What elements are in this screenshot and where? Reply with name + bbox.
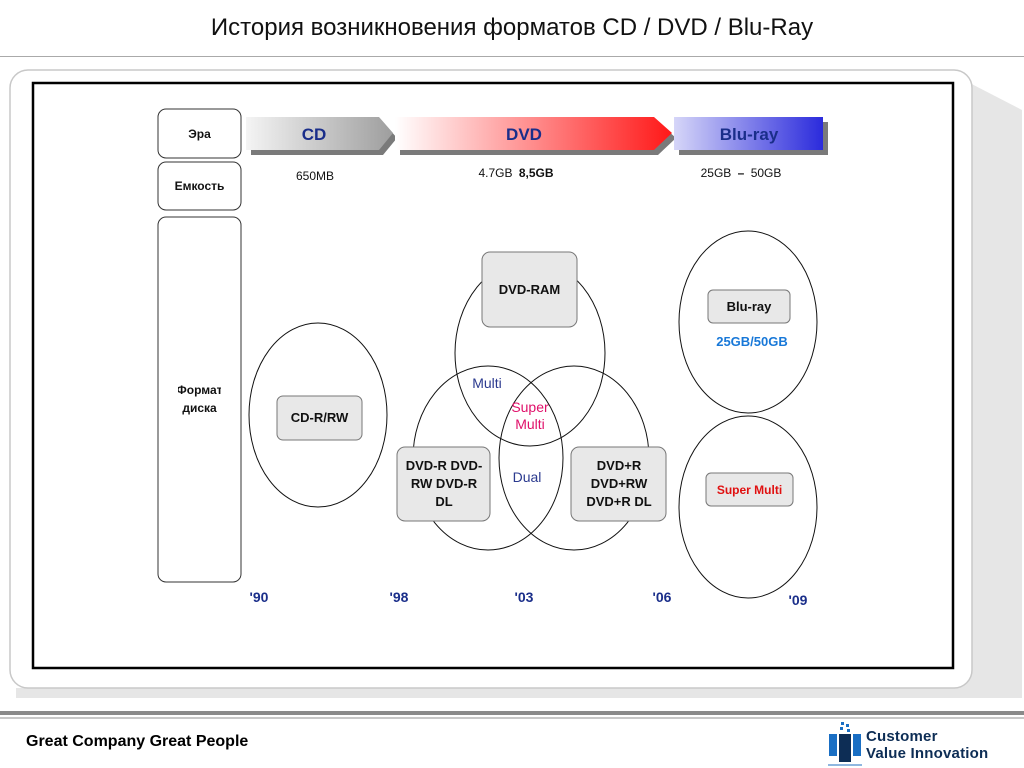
capacity-label-box (157, 161, 242, 211)
title-divider (0, 56, 1024, 57)
era-label: Эра (188, 126, 211, 141)
super-multi-box-label: Super Multi (716, 482, 783, 497)
company-logo: Customer Value Innovation (826, 720, 1022, 766)
multi-label: Multi (472, 375, 502, 391)
dvd-ram-label: DVD-RAM (498, 282, 561, 297)
year-label-90: '90 (250, 589, 269, 605)
bluray-era-label: Blu-ray (720, 125, 779, 144)
bluray-capacity-sep: – (738, 166, 745, 180)
cd-capacity: 650MB (296, 169, 334, 183)
dvd-minus-label: DVD-R DVD-RW DVD-R DL (405, 458, 483, 509)
bluray-capacity-single: 25GB (701, 166, 732, 180)
dual-label: Dual (513, 469, 542, 485)
capacity-label: Емкость (174, 179, 225, 193)
year-label-09: '09 (789, 592, 808, 608)
dvd-capacity-single: 4.7GB (478, 166, 512, 180)
bluray-box (707, 289, 791, 324)
dvd-era-arrow (395, 117, 672, 150)
dvd-ram-box (481, 251, 578, 328)
super-multi-center-label: Super Multi (511, 399, 549, 432)
dvd-minus-box (396, 446, 491, 522)
dvd-plus-box (570, 446, 667, 522)
format-label-box (157, 216, 242, 583)
page-title: История возникновения форматов CD / DVD … (210, 14, 814, 41)
dvd-era-label: DVD (506, 125, 542, 144)
logo-text: Customer Value Innovation (866, 728, 988, 762)
figure-icon (828, 722, 862, 766)
dvd-capacity: 4.7GB 8,5GB (478, 166, 553, 180)
logo-line2: Value Innovation (866, 745, 989, 762)
bluray-box-label: Blu-ray (726, 298, 772, 314)
cd-era-arrow (246, 117, 393, 150)
inner-frame (31, 81, 955, 670)
footer-tagline: Great Company Great People (26, 733, 249, 750)
bluray-capacity-dual: 50GB (751, 166, 782, 180)
format-label: Формат диска (178, 383, 221, 415)
era-label-box (157, 108, 242, 159)
year-label-06: '06 (653, 589, 672, 605)
outer-panel (9, 69, 973, 689)
cd-format-ellipse (248, 322, 388, 508)
year-label-98: '98 (390, 589, 409, 605)
super-multi-box (705, 472, 794, 507)
dvd-plus-label: DVD+R DVD+RW DVD+R DL (586, 458, 652, 509)
super-multi-ellipse (678, 415, 818, 599)
year-label-03: '03 (515, 589, 534, 605)
cd-rw-label: CD-R/RW (290, 410, 349, 425)
bluray-format-ellipse (678, 230, 818, 414)
bluray-capacity-label: 25GB/50GB (716, 334, 788, 349)
logo-line1: Customer (866, 728, 938, 745)
cd-era-label: CD (302, 125, 327, 144)
footer-bar-thin (0, 717, 1024, 719)
format-history-diagram: Эра Емкость Формат диска CD DVD Blu-ray … (9, 69, 1022, 698)
cd-rw-box (276, 395, 363, 441)
footer-bar (0, 711, 1024, 715)
bluray-capacity: 25GB – 50GB (701, 166, 782, 180)
dvd-capacity-dual: 8,5GB (519, 166, 554, 180)
bluray-era-bar (674, 117, 823, 150)
